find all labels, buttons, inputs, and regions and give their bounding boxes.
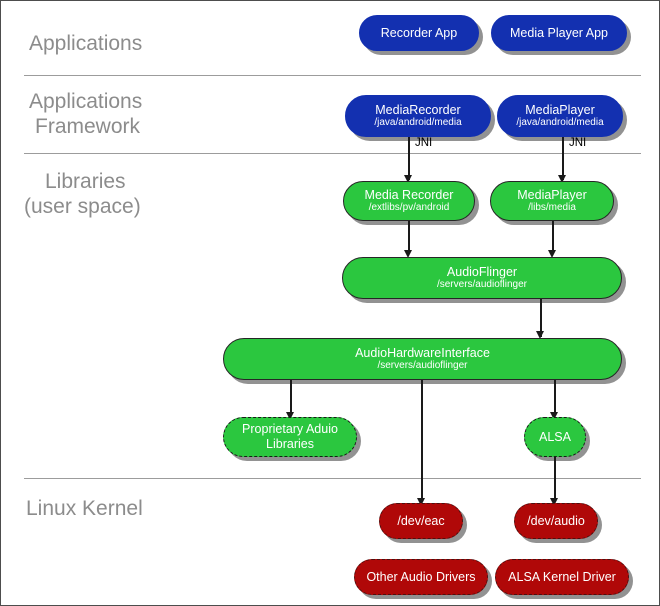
node-audiohardwareinterface-title: AudioHardwareInterface — [355, 346, 490, 360]
layer-label-libraries-line2: (user space) — [24, 195, 141, 218]
layer-label-applications-framework-line2: Framework — [35, 115, 141, 138]
connector-mediaplayer-to-audioflinger — [552, 221, 554, 254]
connector-ahi-to-alsa — [554, 380, 556, 416]
layer-label-applications: Applications — [29, 32, 143, 55]
node-alsa-kernel-driver-title: ALSA Kernel Driver — [508, 570, 616, 584]
edge-label-jni-right: JNI — [569, 137, 587, 149]
connector-ahi-to-dev-eac — [421, 380, 423, 502]
node-media-player-app[interactable]: Media Player App — [491, 15, 627, 51]
node-audioflinger-path: /servers/audioflinger — [436, 279, 528, 290]
node-dev-eac[interactable]: /dev/eac — [379, 503, 463, 539]
node-dev-audio-title: /dev/audio — [527, 514, 585, 528]
node-mediarecorder-framework-path: /java/android/media — [374, 117, 462, 128]
node-other-audio-drivers-title: Other Audio Drivers — [366, 570, 476, 584]
connector-ahi-to-proprietary-audio-libraries — [290, 380, 292, 416]
layer-label-linux-kernel: Linux Kernel — [26, 497, 143, 520]
node-mediaplayer-framework-path: /java/android/media — [516, 117, 604, 128]
arrowhead-ahi-to-proprietary-audio-libraries — [286, 412, 294, 420]
divider-libraries-kernel — [24, 478, 641, 479]
node-recorder-app-title: Recorder App — [380, 26, 458, 40]
node-mediaplayer-framework[interactable]: MediaPlayer /java/android/media — [497, 95, 623, 137]
node-recorder-app[interactable]: Recorder App — [359, 15, 479, 51]
node-dev-eac-title: /dev/eac — [397, 514, 445, 528]
arrowhead-mediaplayer-jni — [558, 175, 566, 183]
node-media-recorder-library-title: Media Recorder — [364, 188, 454, 202]
node-dev-audio[interactable]: /dev/audio — [514, 503, 598, 539]
divider-framework-libraries — [24, 153, 641, 154]
node-audiohardwareinterface-path: /servers/audioflinger — [377, 360, 468, 371]
arrowhead-media-recorder-to-audioflinger — [404, 250, 412, 258]
node-media-player-app-title: Media Player App — [510, 26, 608, 40]
node-alsa[interactable]: ALSA — [524, 417, 586, 457]
node-proprietary-audio-libraries-title-line1: Proprietary Aduio — [242, 422, 338, 436]
node-media-recorder-library[interactable]: Media Recorder /extlibs/pv/android — [343, 181, 475, 221]
arrowhead-audioflinger-to-audiohardwareinterface — [536, 331, 544, 339]
arrowhead-mediaplayer-to-audioflinger — [548, 250, 556, 258]
edge-label-jni-left: JNI — [415, 137, 433, 149]
node-audiohardwareinterface[interactable]: AudioHardwareInterface /servers/audiofli… — [223, 338, 622, 380]
node-proprietary-audio-libraries[interactable]: Proprietary Aduio Libraries — [223, 417, 357, 457]
node-alsa-title: ALSA — [539, 430, 571, 444]
node-mediarecorder-framework[interactable]: MediaRecorder /java/android/media — [345, 95, 491, 137]
connector-mediaplayer-jni — [562, 137, 564, 180]
node-media-recorder-library-path: /extlibs/pv/android — [368, 202, 450, 213]
node-mediaplayer-library[interactable]: MediaPlayer /libs/media — [490, 181, 614, 221]
node-mediaplayer-library-path: /libs/media — [528, 202, 576, 213]
connector-alsa-to-dev-audio — [554, 457, 556, 502]
node-audioflinger-title: AudioFlinger — [446, 265, 518, 279]
connector-audioflinger-to-audiohardwareinterface — [540, 299, 542, 337]
layer-label-applications-framework-line1: Applications — [29, 90, 143, 113]
node-audioflinger[interactable]: AudioFlinger /servers/audioflinger — [342, 257, 622, 299]
arrowhead-ahi-to-dev-eac — [417, 498, 425, 506]
node-alsa-kernel-driver[interactable]: ALSA Kernel Driver — [495, 559, 629, 595]
arrowhead-alsa-to-dev-audio — [550, 498, 558, 506]
node-mediarecorder-framework-title: MediaRecorder — [375, 103, 461, 117]
node-proprietary-audio-libraries-title-line2: Libraries — [266, 437, 314, 451]
connector-mediarecorder-jni — [408, 137, 410, 180]
arrowhead-ahi-to-alsa — [550, 412, 558, 420]
arrowhead-mediarecorder-jni — [404, 175, 412, 183]
node-mediaplayer-library-title: MediaPlayer — [517, 188, 587, 202]
node-mediaplayer-framework-title: MediaPlayer — [525, 103, 595, 117]
divider-applications-framework — [24, 75, 641, 76]
layer-label-libraries-line1: Libraries — [45, 170, 126, 193]
connector-media-recorder-to-audioflinger — [408, 221, 410, 254]
node-other-audio-drivers[interactable]: Other Audio Drivers — [354, 559, 488, 595]
